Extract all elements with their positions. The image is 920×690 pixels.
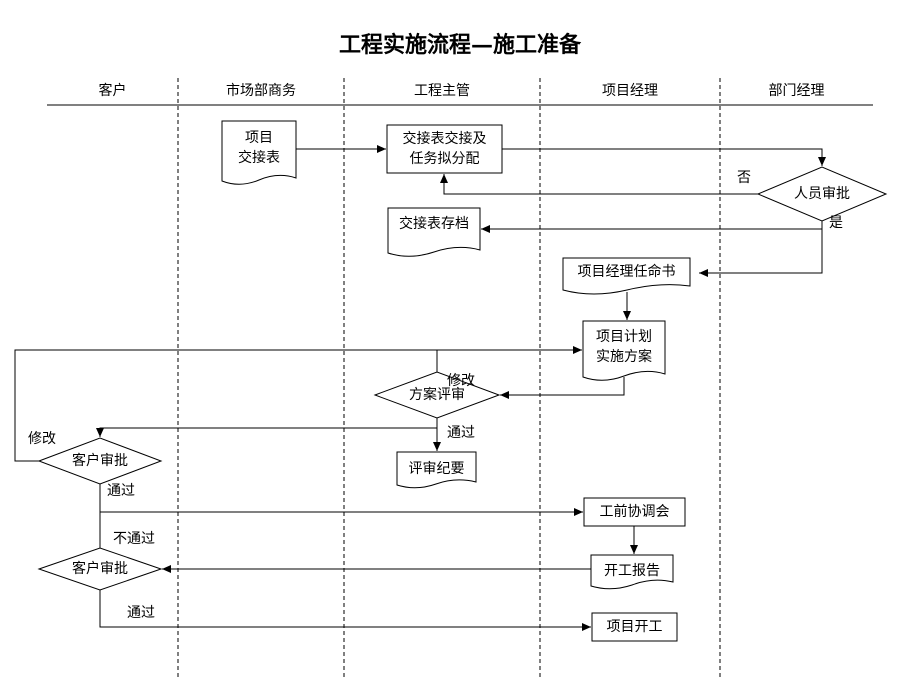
construction-report-doc-shape <box>590 554 674 590</box>
label-customer-pass: 通过 <box>107 483 135 499</box>
lane-marketing: 市场部商务 <box>226 83 296 99</box>
node-pm-appointment: 项目经理任命书 <box>577 264 676 280</box>
label-yes: 是 <box>829 215 843 231</box>
arrow-approval-yes-archive <box>481 221 823 233</box>
pre-construction-meeting-box <box>583 497 686 527</box>
node-project-start: 项目开工 <box>606 619 663 635</box>
node-project-handover-doc: 项目 交接表 <box>222 128 296 168</box>
project-start-box <box>591 612 678 642</box>
node-customer-approval-2: 客户审批 <box>72 561 128 577</box>
label-customer-revise: 修改 <box>28 431 56 447</box>
node-text-line: 任务拟分配 <box>409 151 480 167</box>
pm-appointment-doc-shape <box>562 257 691 295</box>
label-no: 否 <box>737 170 751 186</box>
arrow-approval-yes-appointment <box>699 229 823 277</box>
arrow-customer1-revise <box>14 349 437 462</box>
label-review-pass: 通过 <box>447 425 475 441</box>
node-text-line: 交接表 <box>238 150 280 166</box>
handover-assign-box <box>386 124 503 174</box>
customer-approval-1-diamond <box>37 437 163 485</box>
node-plan-review: 方案评审 <box>409 387 465 403</box>
arrow-review-to-customer <box>96 427 437 437</box>
handover-archive-doc-shape <box>387 207 481 257</box>
project-handover-doc-shape <box>221 120 297 185</box>
label-not-passed: 不通过 <box>113 531 155 547</box>
node-text-line: 实施方案 <box>596 349 652 365</box>
node-text-line: 交接表交接及 <box>402 131 487 147</box>
label-final-pass: 通过 <box>127 605 155 621</box>
node-handover-archive: 交接表存档 <box>399 216 469 232</box>
customer-approval-2-diamond <box>37 547 163 591</box>
lane-department-manager: 部门经理 <box>768 83 825 99</box>
node-handover-assign: 交接表交接及 任务拟分配 <box>387 129 502 169</box>
arrow-customer1-pass <box>99 484 583 516</box>
review-minutes-doc-shape <box>396 451 477 489</box>
lane-customer: 客户 <box>98 83 127 99</box>
node-review-minutes: 评审纪要 <box>408 461 465 477</box>
lane-project-manager: 项目经理 <box>602 83 658 99</box>
node-staff-approval: 人员审批 <box>794 186 850 202</box>
arrow-review-revise <box>436 346 582 372</box>
node-customer-approval-1: 客户审批 <box>72 453 128 469</box>
lane-engineering-lead: 工程主管 <box>414 83 470 99</box>
arrow-customer2-pass <box>99 590 591 631</box>
arrow-approval-no <box>440 174 758 195</box>
plan-review-diamond <box>373 371 501 419</box>
project-plan-doc-shape <box>582 320 666 381</box>
arrow-plan-to-review <box>500 377 625 399</box>
node-construction-report: 开工报告 <box>604 563 660 579</box>
page-title: 工程实施流程—施工准备 <box>338 32 581 58</box>
node-project-plan: 项目计划 实施方案 <box>583 327 665 367</box>
arrow-assign-to-approval <box>502 148 826 166</box>
node-text-line: 项目计划 <box>596 329 652 345</box>
staff-approval-diamond <box>756 166 888 222</box>
label-review-revise: 修改 <box>447 373 475 389</box>
node-pre-construction-meeting: 工前协调会 <box>599 504 670 520</box>
node-text-line: 项目 <box>245 130 273 146</box>
